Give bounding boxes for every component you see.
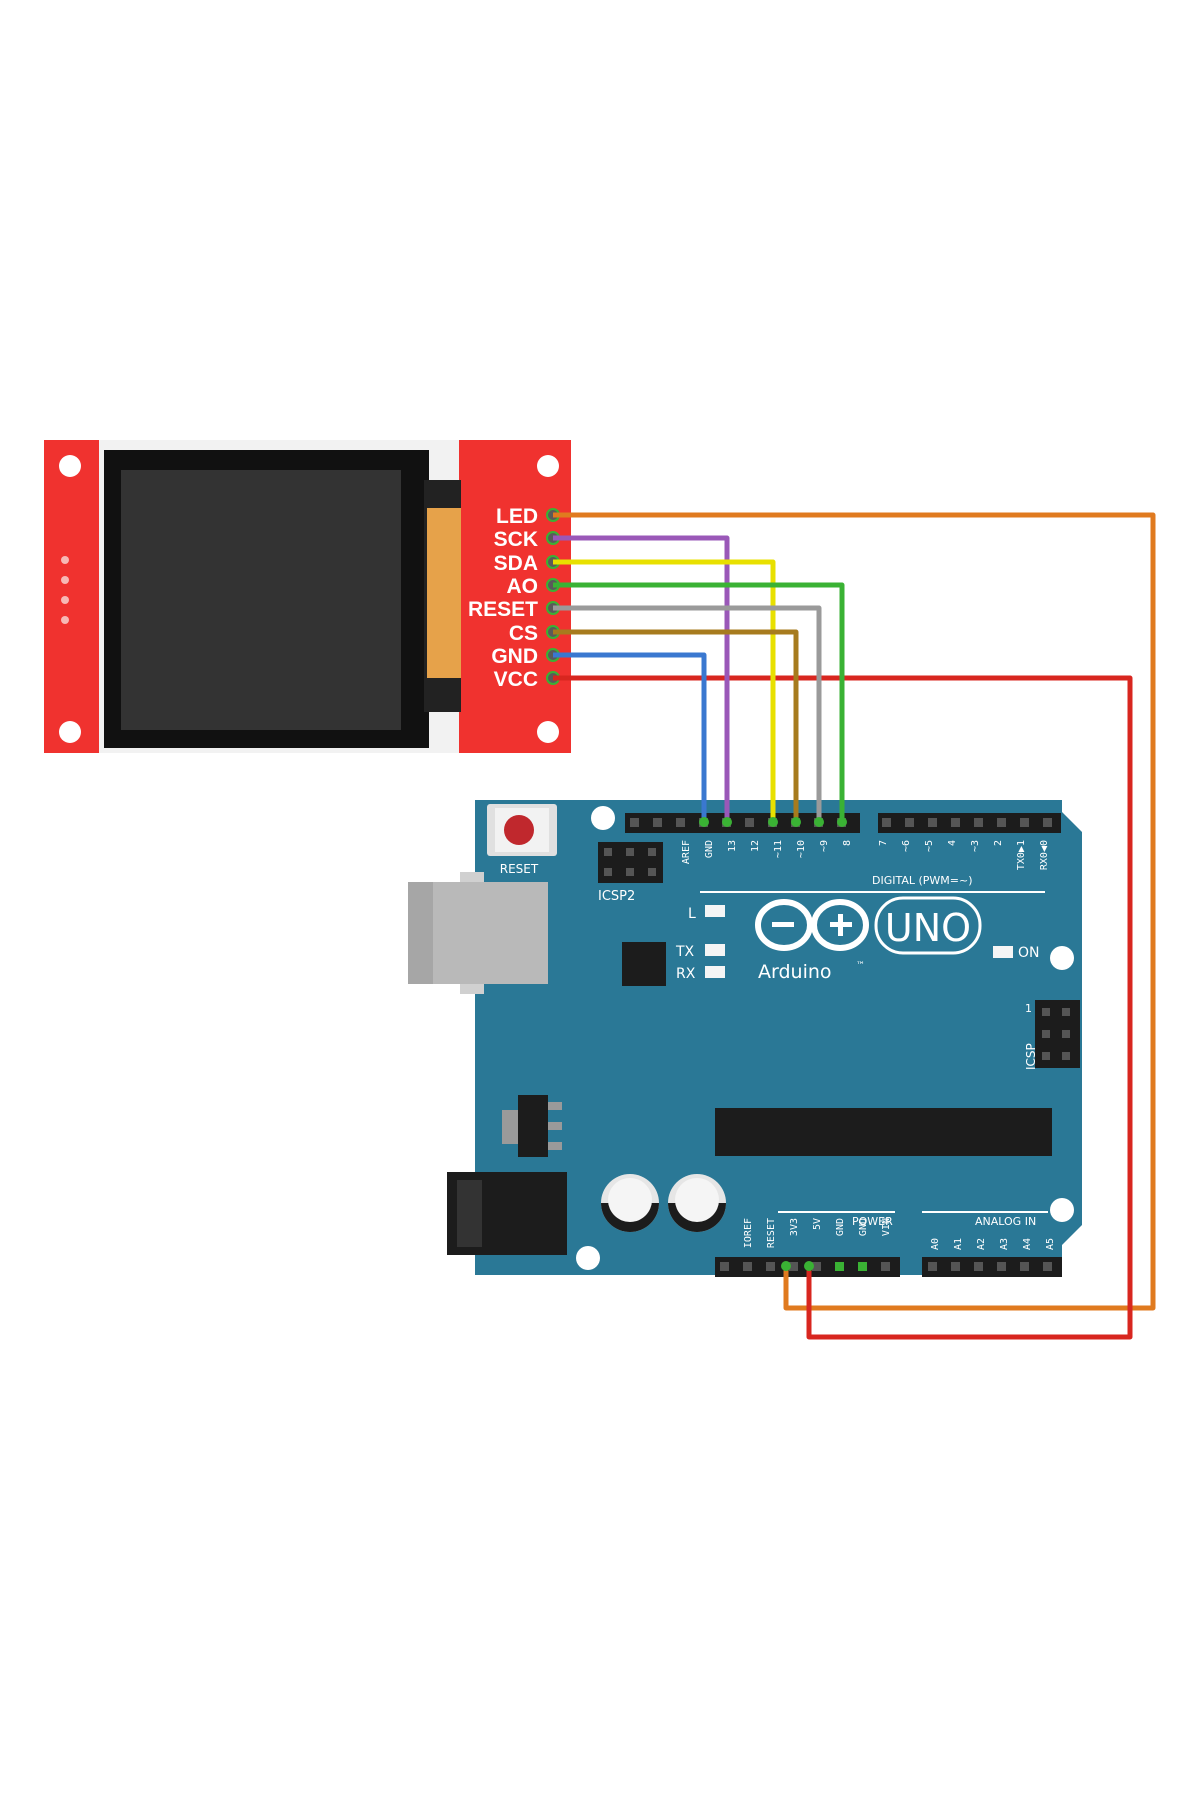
- voltage-regulator: [502, 1095, 562, 1157]
- wire-cs-to-d10: [553, 629, 799, 822]
- digital-pin-label: ~11: [773, 840, 784, 858]
- power-pin-label: GND: [858, 1218, 869, 1236]
- led-tx: [705, 944, 725, 956]
- arduino-uno-board: RESET ICSP2: [408, 800, 1082, 1277]
- lcd-pin-labels: LED SCK SDA AO RESET CS GND VCC: [468, 505, 538, 691]
- flex-connector: [427, 508, 461, 678]
- led-rx: [705, 966, 725, 978]
- digital-pin-label: RX0◀0: [1039, 840, 1050, 870]
- capacitor: [668, 1174, 726, 1232]
- wire-sda-to-d11: [553, 559, 776, 822]
- lcd-pin-label: CS: [509, 622, 538, 645]
- lcd-pin-label: RESET: [468, 598, 538, 621]
- uno-badge: [874, 896, 982, 955]
- mount-hole-bottom-left: [59, 721, 81, 743]
- tft-lcd-module: LED SCK SDA AO RESET CS GND VCC: [44, 440, 571, 753]
- led-on: [993, 946, 1013, 958]
- wire-vcc-to-5v: [553, 675, 1133, 1340]
- wire-ao-to-d8: [553, 582, 845, 822]
- arduino-logo: [755, 899, 869, 951]
- lcd-pin-label: SDA: [494, 552, 538, 575]
- lcd-pin-label: AO: [507, 575, 539, 598]
- analog-pin-label: A2: [976, 1238, 987, 1250]
- mount-hole-bottom-right: [537, 721, 559, 743]
- arduino-logo-tm: ™: [856, 961, 865, 971]
- lcd-pin-label: LED: [496, 505, 538, 528]
- digital-pin-label: ~9: [819, 840, 830, 852]
- main-chip: [715, 1108, 1052, 1156]
- digital-pin-label: ~6: [901, 840, 912, 852]
- analog-pin-label: A4: [1022, 1238, 1033, 1250]
- usb-b-connector: [408, 872, 548, 994]
- uno-label: UNO: [885, 906, 971, 950]
- led-l: [705, 905, 725, 917]
- icsp-label: ICSP: [1024, 1043, 1038, 1070]
- power-section-label: POWER: [852, 1215, 893, 1228]
- wire-gnd-to-gnd: [553, 652, 707, 822]
- lcd-pin-label: SCK: [494, 528, 538, 551]
- digital-pin-label: GND: [704, 840, 715, 858]
- lcd-pin-label: VCC: [494, 668, 538, 691]
- analog-header: [922, 1257, 1062, 1277]
- led-on-label: ON: [1018, 945, 1040, 961]
- icsp2-header: [598, 842, 663, 883]
- power-pin-label: VIN: [881, 1218, 892, 1236]
- digital-pin-label: 12: [750, 840, 761, 852]
- wire-endpoints: [699, 817, 847, 1271]
- side-contacts: [61, 556, 69, 624]
- digital-pin-label: TX0▶1: [1016, 840, 1027, 870]
- led-tx-label: TX: [675, 944, 695, 960]
- dc-power-jack: [447, 1172, 567, 1255]
- power-pin-label: 5V: [812, 1218, 823, 1230]
- analog-pin-label: A0: [930, 1238, 941, 1250]
- lcd-pin-label: GND: [491, 645, 538, 668]
- digital-pin-label: ~3: [970, 840, 981, 852]
- analog-pin-label: A1: [953, 1238, 964, 1250]
- analog-pin-label: A5: [1045, 1238, 1056, 1250]
- power-pin-label: 3V3: [789, 1218, 800, 1236]
- analog-section-label: ANALOG IN: [975, 1215, 1036, 1228]
- digital-pin-label: 2: [993, 840, 1004, 846]
- digital-pin-label: AREF: [681, 840, 692, 864]
- wires: [553, 512, 1156, 1340]
- icsp-header: [1035, 1000, 1080, 1068]
- wire-sck-to-d13: [553, 535, 730, 822]
- mount-hole: [576, 1246, 600, 1270]
- arduino-logo-text: Arduino: [758, 961, 832, 983]
- digital-section-label: DIGITAL (PWM=~): [872, 874, 973, 887]
- power-pin-labels: IOREF RESET 3V3 5V GND GND VIN: [743, 1218, 892, 1248]
- capacitor: [601, 1174, 659, 1232]
- wire-led-to-3v3: [553, 512, 1156, 1311]
- power-pin-label: GND: [835, 1218, 846, 1236]
- digital-pin-label: 13: [727, 840, 738, 852]
- digital-pin-label: 4: [947, 840, 958, 846]
- digital-pin-label: ~10: [796, 840, 807, 858]
- mount-hole: [1050, 946, 1074, 970]
- led-rx-label: RX: [676, 966, 696, 982]
- power-pin-label: RESET: [766, 1218, 777, 1248]
- digital-pin-labels: AREF GND 13 12 ~11 ~10 ~9 8 7 ~6 ~5 4 ~3…: [681, 840, 1050, 870]
- reset-label: RESET: [500, 862, 539, 876]
- display-screen: [121, 470, 401, 730]
- reset-button[interactable]: [487, 804, 557, 856]
- wire-reset-to-d9: [553, 605, 822, 822]
- led-l-label: L: [688, 906, 696, 922]
- power-pin-label: IOREF: [743, 1218, 754, 1248]
- mount-hole-top-right: [537, 455, 559, 477]
- digital-pin-label: 7: [878, 840, 889, 846]
- digital-pin-label: ~5: [924, 840, 935, 852]
- analog-pin-label: A3: [999, 1238, 1010, 1250]
- icsp2-label: ICSP2: [598, 889, 635, 904]
- icsp-pin1-label: 1: [1025, 1002, 1032, 1015]
- board-pcb: [475, 800, 1082, 1275]
- mount-hole-top-left: [59, 455, 81, 477]
- digital-pin-label: 8: [842, 840, 853, 846]
- usb-chip: [622, 942, 666, 986]
- mount-hole: [1050, 1198, 1074, 1222]
- analog-pin-labels: A0 A1 A2 A3 A4 A5: [930, 1238, 1056, 1250]
- mount-hole: [591, 806, 615, 830]
